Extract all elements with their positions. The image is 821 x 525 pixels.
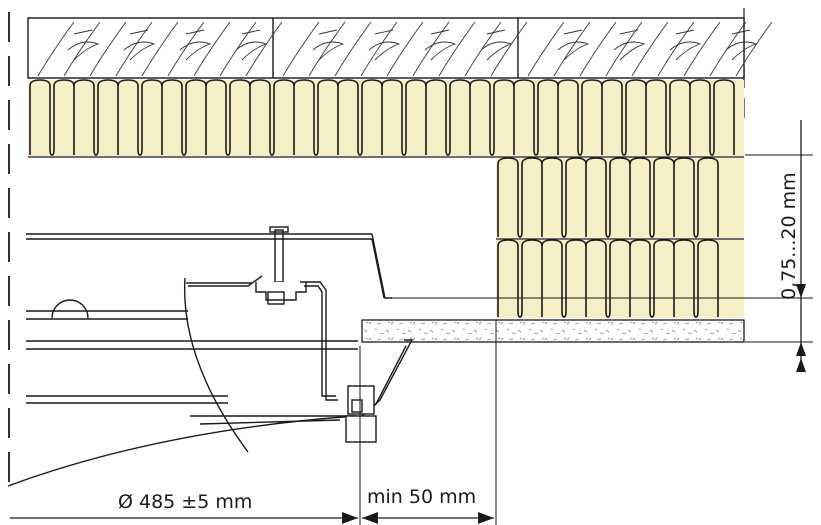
diffuser-unit xyxy=(7,226,414,487)
wood-grain-line xyxy=(731,29,751,35)
wood-grain-line xyxy=(464,21,502,77)
wood-grain-line xyxy=(490,21,528,77)
hanger-rod xyxy=(274,229,284,283)
wood-grain-line xyxy=(312,41,345,61)
ceiling-panel xyxy=(361,319,745,343)
insulation-dimension-label: 0,75...20 mm xyxy=(778,172,800,300)
wood-grain-line xyxy=(73,29,93,35)
wood-grain-line xyxy=(368,41,401,61)
diameter-label: Ø 485 ±5 mm xyxy=(118,491,252,513)
insulation-layer-top xyxy=(28,79,744,158)
wood-grain-line xyxy=(424,41,457,61)
wood-grain-line xyxy=(374,29,394,35)
wood-grain-line xyxy=(308,21,346,77)
insulation-coil xyxy=(497,239,719,318)
min-gap-label: min 50 mm xyxy=(367,486,476,508)
wood-grain-line xyxy=(37,21,75,77)
insulation-fill xyxy=(28,80,744,156)
wood-grain-line xyxy=(480,41,513,61)
wood-grain-line xyxy=(675,29,695,35)
wood-grain-line xyxy=(563,29,583,35)
wood-grain-line xyxy=(179,41,212,61)
wood-grain-line xyxy=(430,29,450,35)
wood-grain-line xyxy=(235,41,268,61)
wood-grain-line xyxy=(709,21,747,77)
min-gap-dimension: min 50 mm xyxy=(362,486,494,524)
wood-grain-line xyxy=(129,29,149,35)
insulation-coil xyxy=(497,157,719,238)
timber-slab xyxy=(27,17,773,79)
wood-grain-line xyxy=(245,21,283,77)
wood-grain-line xyxy=(67,41,100,61)
wood-grain-line xyxy=(334,21,372,77)
wood-grain-line xyxy=(683,21,721,77)
dimension-arrow-down xyxy=(796,342,806,356)
diameter-dimension: Ø 485 ±5 mm xyxy=(10,491,358,524)
wood-grain-line xyxy=(241,29,261,35)
wood-grain-line xyxy=(167,21,205,77)
wood-grain-line xyxy=(360,21,398,77)
wood-grain-line xyxy=(669,41,702,61)
dimension-arrow-bottom xyxy=(796,358,806,372)
wood-grain-line xyxy=(438,21,476,77)
wood-grain-line xyxy=(412,21,450,77)
wood-grain-line xyxy=(613,41,646,61)
wood-grain-line xyxy=(553,21,591,77)
wood-grain-line xyxy=(282,21,320,77)
wood-grain-line xyxy=(619,29,639,35)
inspection-port xyxy=(51,299,89,319)
wood-grain-line xyxy=(725,41,758,61)
wood-grain-line xyxy=(527,21,565,77)
wood-grain-line xyxy=(318,29,338,35)
wood-grain-line xyxy=(631,21,669,77)
wood-grain-line xyxy=(89,21,127,77)
insulation-thickness-dimension: 0,75...20 mm xyxy=(392,120,813,372)
insulation-layer-bottom xyxy=(496,239,744,318)
wood-grain-line xyxy=(579,21,617,77)
wood-grain-line xyxy=(605,21,643,77)
wood-grain-line xyxy=(557,41,590,61)
wood-grain-line xyxy=(735,21,773,77)
wood-grain-line xyxy=(193,21,231,77)
wood-grain-line xyxy=(657,21,695,77)
wood-grain-line xyxy=(141,21,179,77)
insulation-coil xyxy=(29,79,735,156)
wood-grain-line xyxy=(115,21,153,77)
wood-grain-line xyxy=(486,29,506,35)
wood-grain-line xyxy=(63,21,101,77)
wood-grain-line xyxy=(123,41,156,61)
dimension-arrow-up xyxy=(796,284,806,298)
wood-grain-line xyxy=(386,21,424,77)
wood-grain-line xyxy=(185,29,205,35)
wood-grain-line xyxy=(219,21,257,77)
insulation-layer-middle xyxy=(496,157,744,240)
